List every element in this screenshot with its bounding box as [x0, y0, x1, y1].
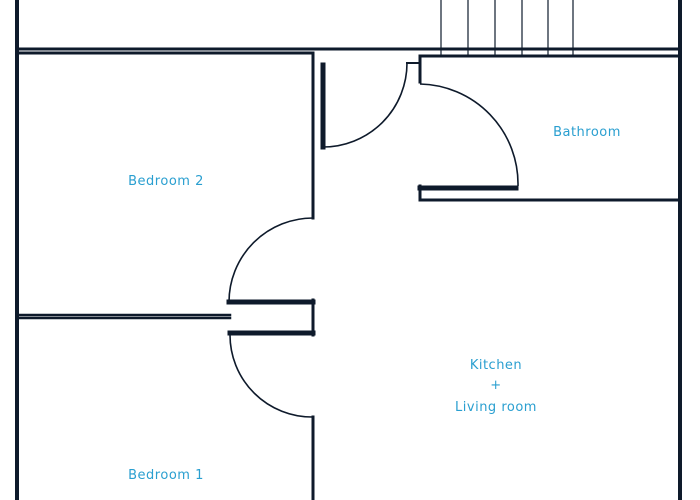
bedroom-2-walls	[15, 51, 315, 317]
kitchen-plus-label: +	[490, 378, 501, 393]
living-room-label: Living room	[455, 400, 537, 415]
hallway-door	[320, 62, 421, 150]
hall-door-swing	[322, 62, 408, 148]
bedroom-2-door-swing	[228, 217, 314, 303]
outer-walls	[15, 0, 682, 500]
bedroom-1-door-swing	[229, 334, 313, 418]
bedroom-1-door	[15, 316, 316, 500]
kitchen-label: Kitchen	[470, 358, 522, 373]
staircase	[440, 0, 574, 55]
bedroom-2-label: Bedroom 2	[128, 174, 204, 189]
bathroom-label: Bathroom	[553, 125, 621, 140]
bathroom-door-swing	[419, 83, 519, 187]
bedroom-2-door	[226, 217, 316, 337]
bedroom-1-label: Bedroom 1	[128, 468, 204, 483]
bathroom-walls	[417, 54, 682, 202]
